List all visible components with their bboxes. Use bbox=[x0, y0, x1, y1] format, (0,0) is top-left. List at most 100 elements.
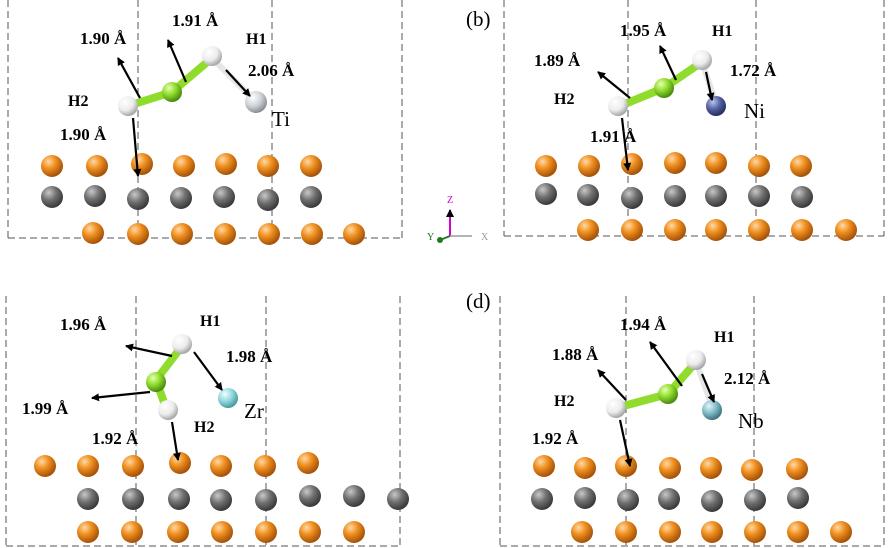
distance-label: 1.94 Å bbox=[620, 315, 667, 334]
hydrogen-atom-h2 bbox=[158, 400, 178, 420]
substrate-atom bbox=[77, 521, 99, 543]
substrate-atom bbox=[254, 455, 276, 477]
distance-label: 1.90 Å bbox=[60, 125, 107, 144]
metal-atom bbox=[218, 388, 238, 408]
substrate-atom bbox=[169, 452, 191, 474]
substrate-atom bbox=[77, 488, 99, 510]
panel-a-labels: 1.90 Å 1.91 Å H1 2.06 Å H2 Ti 1.90 Å bbox=[60, 11, 295, 144]
panel-a: 1.90 Å 1.91 Å H1 2.06 Å H2 Ti 1.90 Å bbox=[7, 0, 403, 245]
substrate-atom bbox=[213, 186, 235, 208]
distance-label: 2.12 Å bbox=[724, 369, 771, 388]
panel-d-labels: (d) 1.94 Å H1 1.88 Å 2.12 Å H2 Nb 1.92 Å bbox=[466, 289, 771, 448]
hydrogen-atom-h1 bbox=[686, 350, 706, 370]
panel-d-substrate bbox=[531, 455, 852, 543]
metal-label: Ni bbox=[744, 99, 765, 123]
substrate-atom bbox=[535, 183, 557, 205]
substrate-atom bbox=[41, 155, 63, 177]
substrate-atom bbox=[748, 155, 770, 177]
substrate-atom bbox=[122, 488, 144, 510]
panel-a-frame bbox=[7, 0, 403, 239]
hydrogen-atom-h1 bbox=[172, 334, 192, 354]
substrate-atom bbox=[131, 153, 153, 175]
panel-label: (d) bbox=[466, 289, 491, 313]
panel-b-molecule bbox=[608, 50, 726, 116]
substrate-atom bbox=[664, 219, 686, 241]
substrate-atom bbox=[533, 455, 555, 477]
panel-b: (b) 1.95 Å H1 1.89 Å 1.72 Å H2 Ni 1.91 Å bbox=[466, 0, 885, 241]
substrate-atom bbox=[258, 223, 280, 245]
metal-label: Nb bbox=[738, 409, 764, 433]
substrate-atom bbox=[701, 521, 723, 543]
distance-label: 2.06 Å bbox=[248, 61, 295, 80]
panel-a-substrate bbox=[41, 153, 365, 245]
substrate-atom bbox=[577, 219, 599, 241]
substrate-atom bbox=[574, 457, 596, 479]
substrate-atom bbox=[791, 219, 813, 241]
distance-label: 1.95 Å bbox=[620, 21, 667, 40]
substrate-atom bbox=[300, 186, 322, 208]
substrate-atom bbox=[167, 521, 189, 543]
panel-c-frame bbox=[5, 296, 401, 547]
substrate-atom bbox=[121, 521, 143, 543]
distance-label: 1.90 Å bbox=[80, 29, 127, 48]
atom-label-h1: H1 bbox=[246, 31, 266, 48]
panel-c-substrate bbox=[34, 452, 409, 543]
hydrogen-atom-h2 bbox=[608, 96, 628, 116]
substrate-atom bbox=[705, 152, 727, 174]
atom-label-h1: H1 bbox=[714, 329, 734, 346]
substrate-atom bbox=[577, 184, 599, 206]
substrate-atom bbox=[86, 155, 108, 177]
distance-label: 1.92 Å bbox=[92, 429, 139, 448]
distance-label: 1.98 Å bbox=[226, 347, 273, 366]
substrate-atom bbox=[790, 155, 812, 177]
substrate-atom bbox=[748, 185, 770, 207]
panel-d-frame bbox=[499, 296, 885, 547]
substrate-atom bbox=[122, 455, 144, 477]
substrate-atom bbox=[41, 186, 63, 208]
substrate-atom bbox=[215, 153, 237, 175]
distance-label: 1.91 Å bbox=[172, 11, 219, 30]
distance-label: 1.72 Å bbox=[730, 61, 777, 80]
substrate-atom bbox=[257, 155, 279, 177]
substrate-atom bbox=[621, 153, 643, 175]
substrate-atom bbox=[168, 488, 190, 510]
substrate-atom bbox=[210, 489, 232, 511]
substrate-atom bbox=[257, 189, 279, 211]
boron-atom bbox=[658, 384, 678, 404]
distance-label: 1.96 Å bbox=[60, 315, 107, 334]
hydrogen-atom-h2 bbox=[118, 96, 138, 116]
substrate-atom bbox=[659, 521, 681, 543]
substrate-atom bbox=[615, 521, 637, 543]
panel-c: 1.96 Å H1 1.98 Å 1.99 Å Zr H2 1.92 Å bbox=[5, 296, 409, 547]
substrate-atom bbox=[835, 219, 857, 241]
boron-atom bbox=[654, 78, 674, 98]
distance-label: 1.89 Å bbox=[534, 51, 581, 70]
substrate-atom bbox=[615, 455, 637, 477]
substrate-atom bbox=[571, 521, 593, 543]
panel-c-labels: 1.96 Å H1 1.98 Å 1.99 Å Zr H2 1.92 Å bbox=[22, 313, 273, 448]
axis-x-label: X bbox=[481, 232, 489, 243]
boron-atom bbox=[146, 372, 166, 392]
substrate-atom bbox=[621, 187, 643, 209]
substrate-atom bbox=[255, 521, 277, 543]
substrate-atom bbox=[658, 488, 680, 510]
hydrogen-atom-h2 bbox=[606, 398, 626, 418]
substrate-atom bbox=[211, 521, 233, 543]
substrate-atom bbox=[171, 223, 193, 245]
axis-triad: Z Y X bbox=[427, 195, 489, 243]
substrate-atom bbox=[744, 521, 766, 543]
substrate-atom bbox=[77, 455, 99, 477]
atom-label-h1: H1 bbox=[200, 313, 220, 330]
panel-c-arrows bbox=[91, 343, 223, 461]
substrate-atom bbox=[741, 459, 763, 481]
substrate-atom bbox=[578, 155, 600, 177]
panel-a-arrows bbox=[117, 39, 251, 177]
substrate-atom bbox=[786, 458, 808, 480]
metal-label: Zr bbox=[244, 399, 264, 423]
substrate-atom bbox=[297, 452, 319, 474]
substrate-atom bbox=[748, 219, 770, 241]
distance-label: 1.99 Å bbox=[22, 399, 69, 418]
metal-atom bbox=[702, 400, 722, 420]
substrate-atom bbox=[787, 521, 809, 543]
